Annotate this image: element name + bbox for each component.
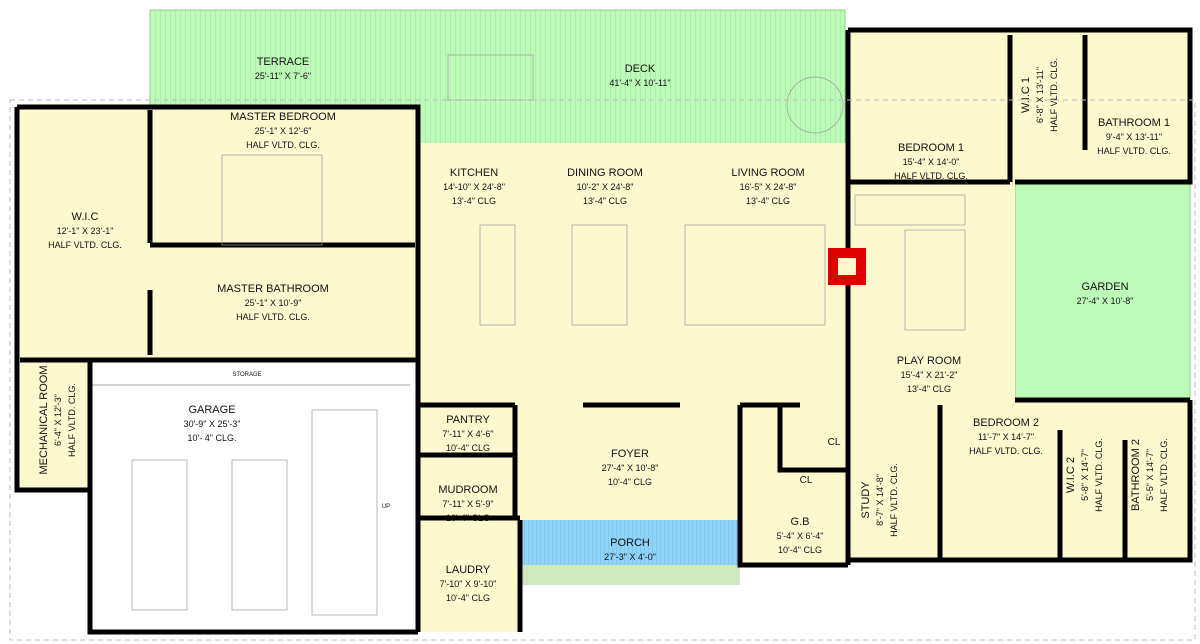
- storage-label: STORAGE: [232, 372, 262, 378]
- garden-area: [1014, 181, 1191, 401]
- closet-label-2: CL: [799, 475, 813, 486]
- garage-floor: [90, 358, 410, 632]
- porch-area: [520, 520, 740, 565]
- up-arrow-label: UP: [381, 504, 391, 510]
- closet-label-1: CL: [827, 437, 841, 448]
- interior-floors: [15, 30, 1190, 632]
- walkway: [520, 565, 740, 585]
- walls: [14, 27, 1193, 635]
- furniture: [131, 54, 966, 616]
